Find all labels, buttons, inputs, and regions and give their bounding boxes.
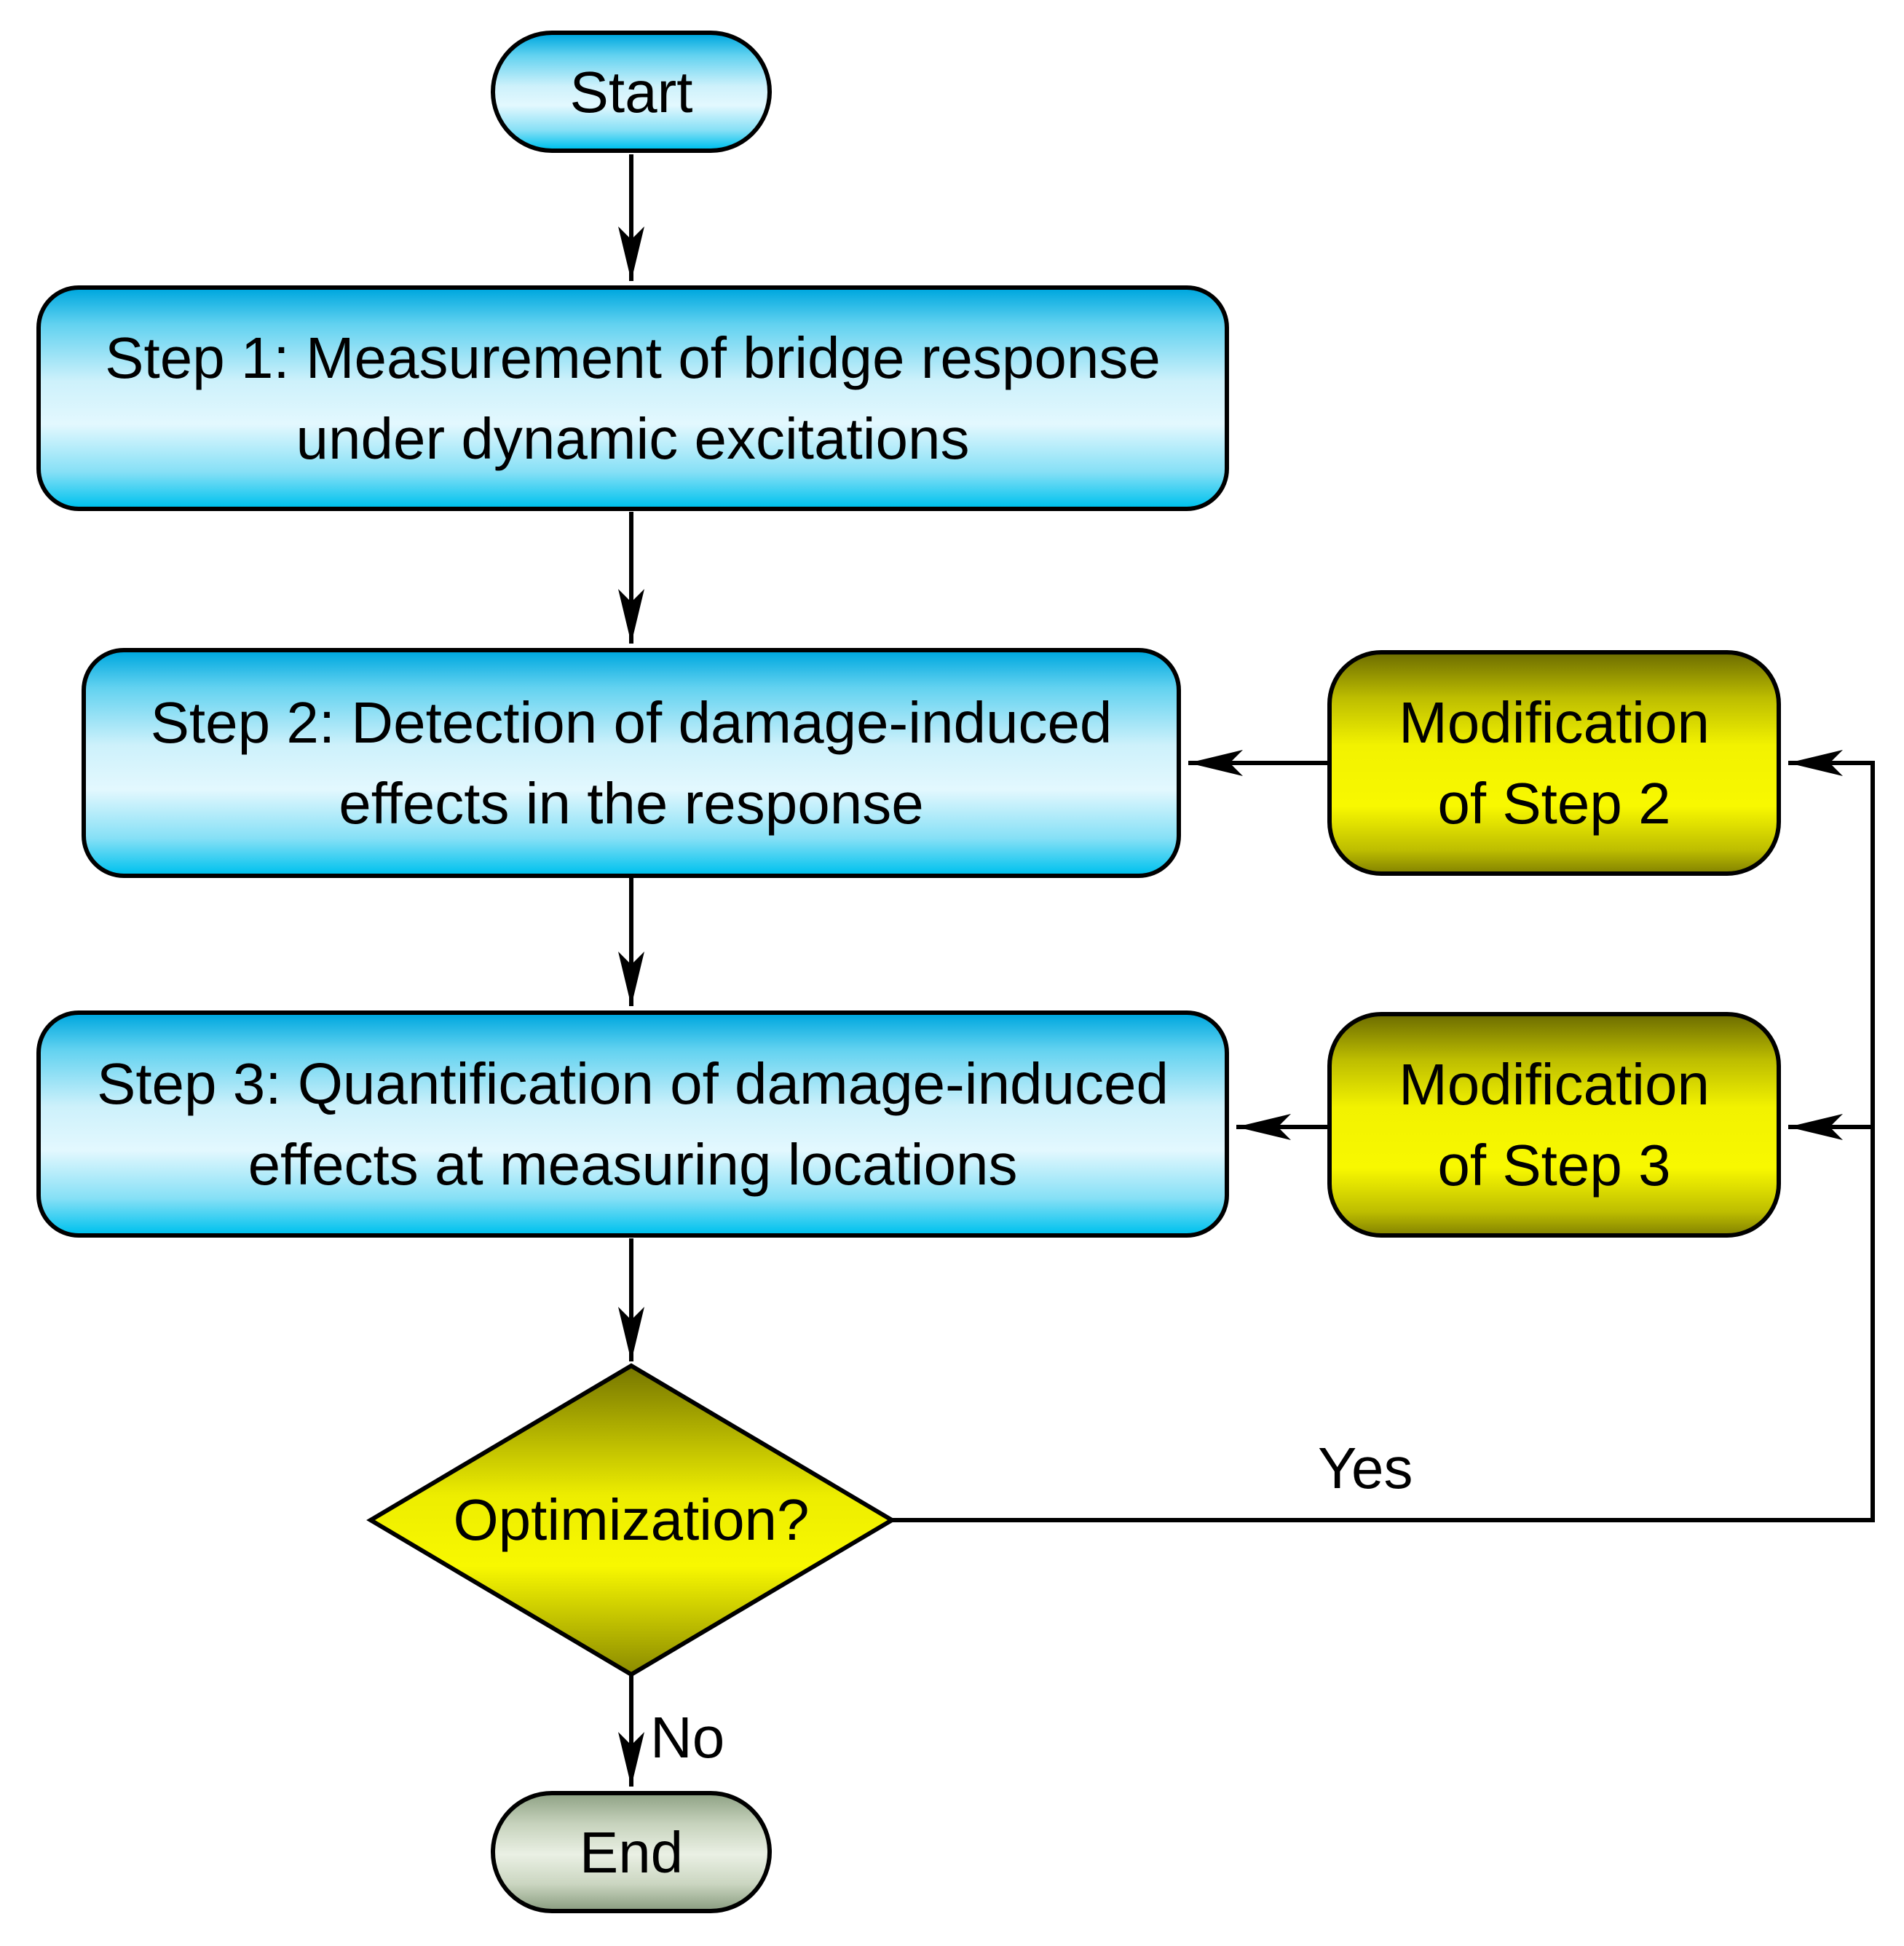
start-terminator: Start [491,31,772,153]
mod2-label-line1: Modification [1399,690,1710,755]
decision-diamond-shape [366,1363,896,1677]
mod3-label-line1: Modification [1399,1052,1710,1117]
decision-label-text: Optimization? [453,1487,810,1552]
yes-edge-label: Yes [1318,1436,1413,1500]
modification-step2-box: Modification of Step 2 [1327,650,1781,876]
end-label: End [579,1819,684,1885]
start-label: Start [569,59,693,124]
edge-decision-yes-to-mod2 [892,750,1875,1522]
step3-label-line2: effects at measuring locations [248,1132,1018,1197]
mod3-label-line2: of Step 3 [1437,1133,1671,1198]
decision-optimization: Optimization? [371,1366,892,1674]
process-step2: Step 2: Detection of damage-induced effe… [82,648,1181,878]
step3-label-line1: Step 3: Quantification of damage-induced [96,1051,1169,1116]
process-step3: Step 3: Quantification of damage-induced… [36,1010,1229,1238]
no-edge-label: No [650,1705,725,1770]
end-terminator: End [491,1791,772,1913]
step1-label-line2: under dynamic excitations [296,406,970,471]
modification-step3-box: Modification of Step 3 [1327,1012,1781,1238]
step1-label-line1: Step 1: Measurement of bridge response [105,325,1161,390]
process-step1: Step 1: Measurement of bridge response u… [36,285,1229,511]
mod2-label-line2: of Step 2 [1437,771,1671,836]
step2-label-line2: effects in the response [339,771,924,836]
step2-label-line1: Step 2: Detection of damage-induced [150,690,1113,755]
